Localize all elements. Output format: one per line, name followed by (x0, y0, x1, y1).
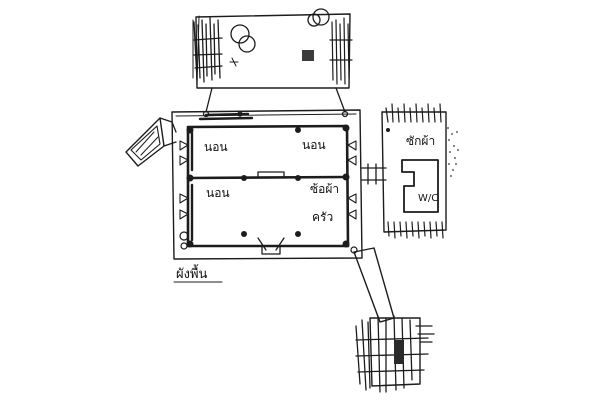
garden-shrubs-left (193, 17, 223, 83)
dock-path (353, 247, 395, 323)
laundry-hatch-bottom (387, 221, 444, 239)
label-bedroom-top-right: นอน (302, 138, 326, 152)
garden-tile (302, 50, 314, 61)
label-bedroom-bottom-left: นอน (206, 186, 230, 200)
tree-circles (230, 8, 330, 53)
laundry-wing (381, 103, 459, 239)
left-wall-fins (179, 140, 189, 220)
wall-ornament (198, 112, 254, 121)
laundry-stipple (447, 127, 459, 177)
label-dressing: ซ้อผ้า (310, 182, 339, 196)
house-rooms (179, 111, 358, 255)
label-bedroom-top-left: นอน (204, 140, 228, 154)
label-kitchen: ครัว (312, 210, 333, 224)
label-laundry: ซักผ้า (406, 134, 435, 148)
central-door (257, 171, 285, 255)
garden-shrubs-right (329, 17, 353, 85)
label-toilet: W/C (418, 193, 438, 204)
laundry-hatch-top (385, 103, 442, 123)
label-plan-caption: ผังพื้น (176, 264, 208, 282)
top-garden (192, 8, 353, 118)
side-walkway (361, 163, 387, 185)
right-wall-fins (347, 140, 357, 220)
bottom-dock (355, 315, 435, 393)
pillar-dots (186, 124, 350, 248)
boat-sketch (125, 117, 177, 167)
